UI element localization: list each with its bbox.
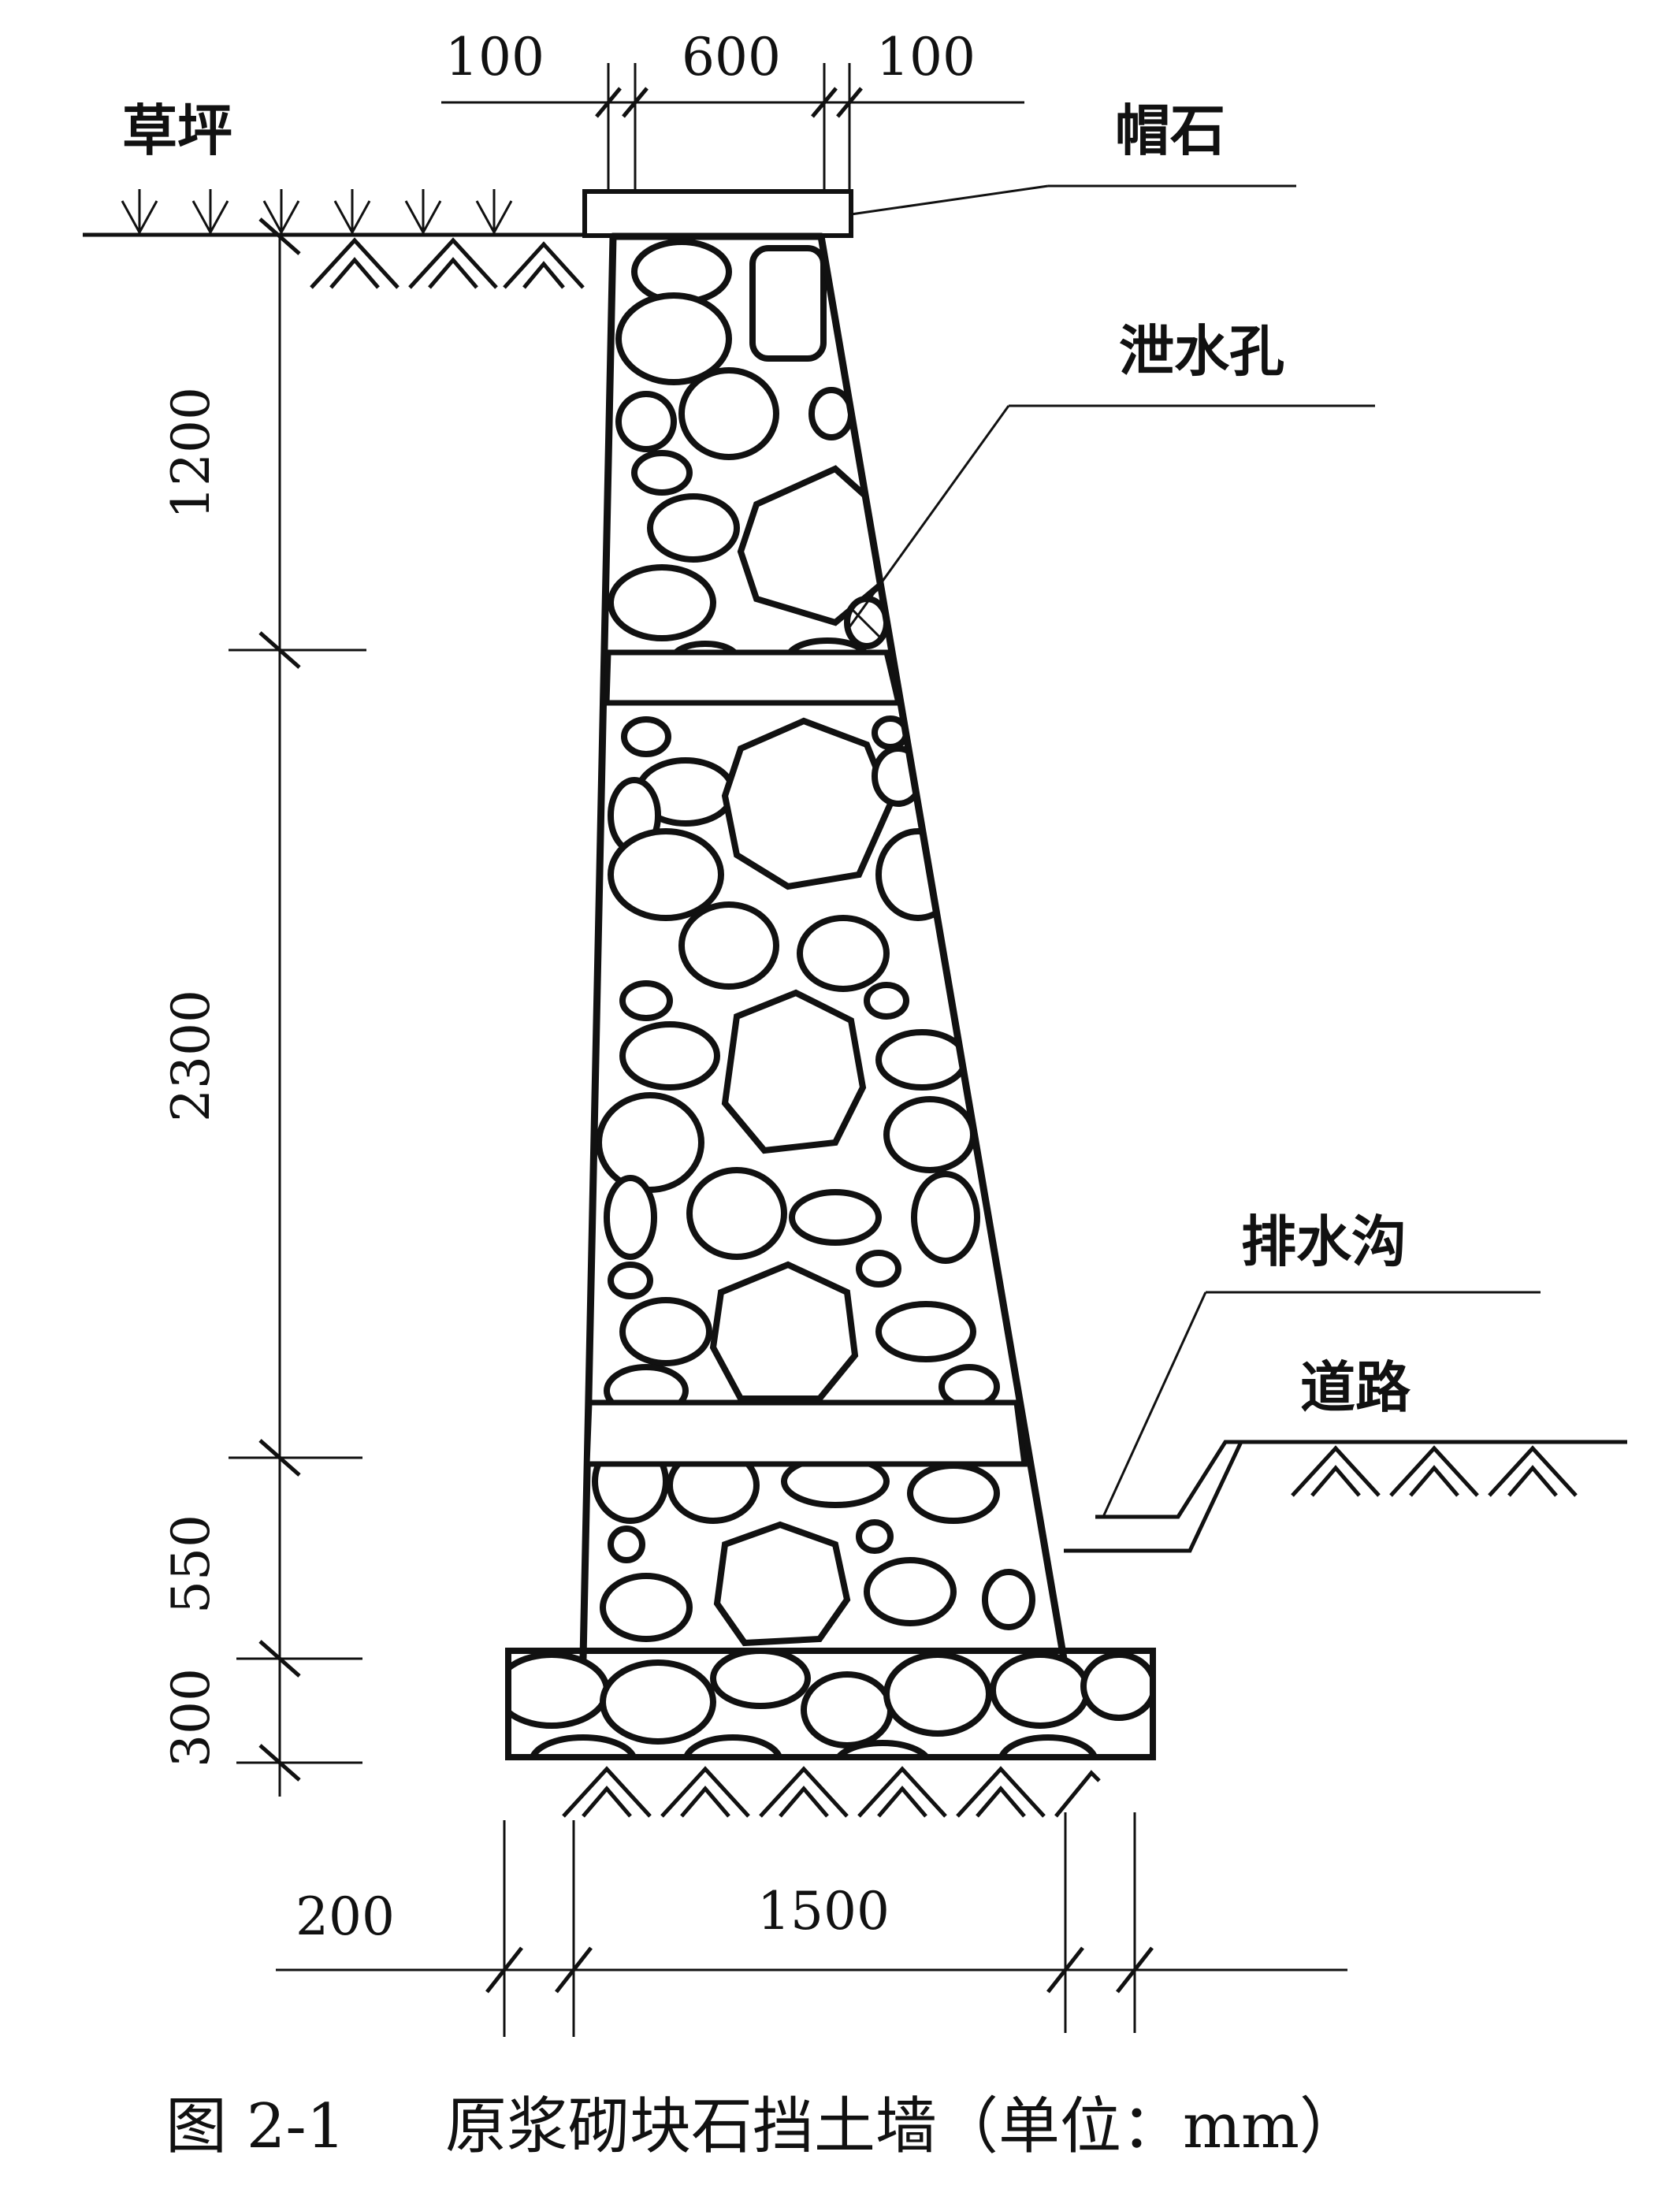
label-cap-stone: 帽石: [1115, 98, 1225, 163]
rubble-stones: [592, 239, 1035, 1647]
left-tick-3: [258, 1439, 301, 1477]
dim-height-base: 300: [161, 1668, 221, 1767]
lower-band: [584, 1399, 1028, 1467]
left-tick-4: [258, 1640, 301, 1678]
lawn-ground: 草坪: [83, 98, 585, 289]
top-tick-2: [622, 87, 649, 118]
foundation-stones: [508, 1651, 1153, 1757]
dim-top-right: 100: [876, 27, 976, 87]
top-tick-1: [595, 87, 622, 118]
left-tick-5: [258, 1744, 301, 1782]
bottom-dimension-group: 200 1500: [276, 1812, 1347, 2037]
top-tick-4: [836, 87, 863, 118]
dim-height-upper: 1200: [161, 387, 221, 519]
foundation: [505, 1648, 1156, 1818]
soil-hatch-top: [310, 237, 585, 289]
grass-symbol: [121, 189, 513, 236]
dim-base-toe: 200: [295, 1886, 395, 1947]
bottom-tick-2: [555, 1946, 593, 1994]
dim-base-width: 1500: [757, 1881, 890, 1942]
wall-body: [579, 232, 1068, 1663]
weep-hole-mark: [849, 607, 884, 641]
caption-number: 图 2-1: [165, 2091, 345, 2162]
caption-title: 原浆砌块石挡土墙（单位：mm）: [445, 2091, 1361, 2162]
dim-height-lower: 550: [161, 1514, 221, 1614]
left-tick-2: [258, 631, 301, 669]
bottom-tick-1: [485, 1946, 523, 1994]
figure-caption: 图 2-1 原浆砌块石挡土墙（单位：mm）: [165, 2091, 1361, 2162]
top-dimension-group: 100 600 100: [441, 27, 1024, 189]
bottom-tick-4: [1116, 1946, 1154, 1994]
cap-stone-block: [582, 189, 853, 238]
left-tick-1: [258, 217, 301, 255]
upper-band: [604, 649, 902, 706]
left-dimension-group: 1200 2300 550 300: [161, 217, 366, 1797]
label-drain-ditch: 排水沟: [1241, 1210, 1407, 1274]
soil-hatch-bottom: [562, 1766, 1101, 1818]
cap-stone-leader: [850, 184, 1049, 216]
foundation-outline: [505, 1648, 1156, 1760]
bottom-tick-3: [1046, 1946, 1084, 1994]
dim-top-left: 100: [445, 27, 545, 87]
label-road: 道路: [1300, 1355, 1411, 1420]
dim-top-middle: 600: [682, 27, 781, 87]
top-tick-3: [811, 87, 838, 118]
drain-ditch-leader: [1102, 1291, 1207, 1518]
dim-height-middle: 2300: [161, 990, 221, 1122]
soil-hatch-road: [1291, 1445, 1578, 1497]
drain-and-road: 排水沟 道路: [1064, 1210, 1627, 1553]
drain-ditch-profile: [1064, 1440, 1244, 1553]
weep-hole-callout: 泄水孔: [846, 319, 1375, 631]
label-lawn: 草坪: [122, 98, 232, 163]
weep-hole-leader: [846, 405, 1010, 631]
cap-stone: 帽石: [582, 98, 1296, 238]
label-weep-hole: 泄水孔: [1119, 319, 1284, 384]
